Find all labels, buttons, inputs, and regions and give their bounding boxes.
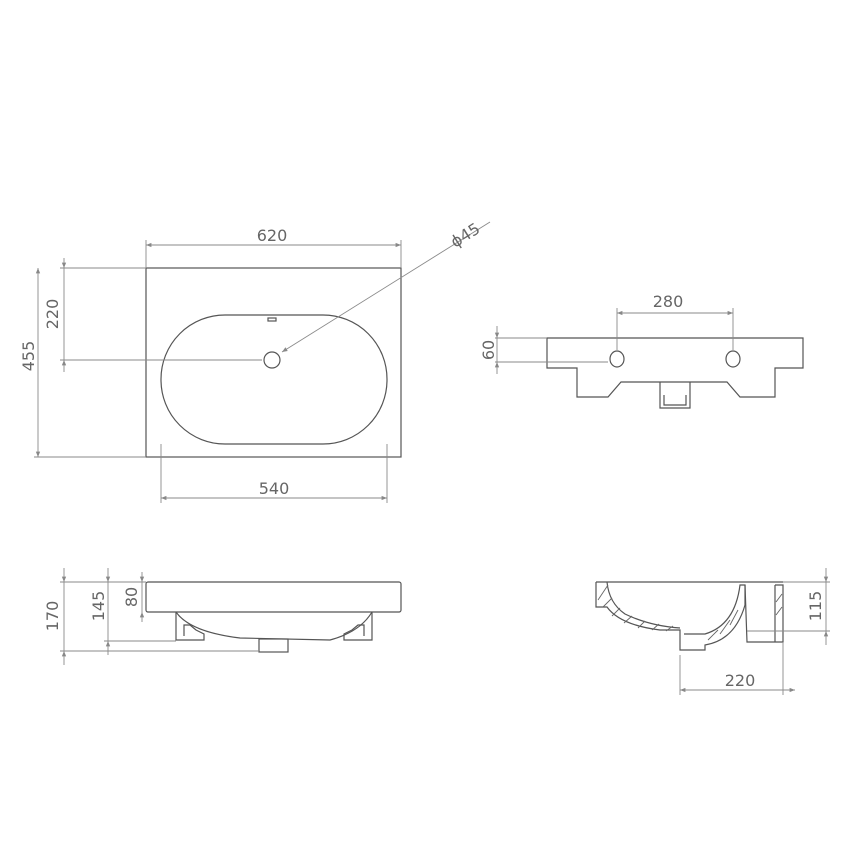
front-outline xyxy=(546,337,804,398)
dim-label-diameter: ϕ45 xyxy=(447,219,483,251)
front-view: 280 60 xyxy=(479,292,804,409)
front-drain xyxy=(659,382,691,409)
dim-label-145: 145 xyxy=(89,591,108,622)
dim-label-280: 280 xyxy=(653,292,684,311)
dim-label-60: 60 xyxy=(479,340,498,360)
side-drain xyxy=(258,638,289,653)
dim-label-220: 220 xyxy=(43,299,62,330)
dim-label-170: 170 xyxy=(43,601,62,632)
dim-label-540: 540 xyxy=(259,479,290,498)
dim-label-220-section: 220 xyxy=(725,671,756,690)
dim-label-115: 115 xyxy=(806,591,825,622)
bowl-outline xyxy=(160,314,388,445)
side-view: 80 145 170 xyxy=(43,568,402,665)
tap-hole-right xyxy=(725,350,741,368)
side-foot-right xyxy=(343,612,373,641)
drain-hole xyxy=(263,351,281,369)
plan-view: 620 ϕ45 540 220 455 xyxy=(19,219,491,503)
side-bowl xyxy=(175,611,373,641)
side-rim xyxy=(145,581,402,613)
dim-label-80: 80 xyxy=(122,587,141,607)
overflow-slot xyxy=(267,317,277,322)
dim-label-620: 620 xyxy=(257,226,288,245)
side-foot-left xyxy=(175,612,205,641)
leader-drain xyxy=(281,221,491,353)
tap-hole-left xyxy=(609,350,625,368)
section-view: 115 220 xyxy=(595,568,830,695)
basin-outline xyxy=(145,267,402,458)
section-hatch xyxy=(597,584,783,641)
dim-label-455: 455 xyxy=(19,341,38,372)
